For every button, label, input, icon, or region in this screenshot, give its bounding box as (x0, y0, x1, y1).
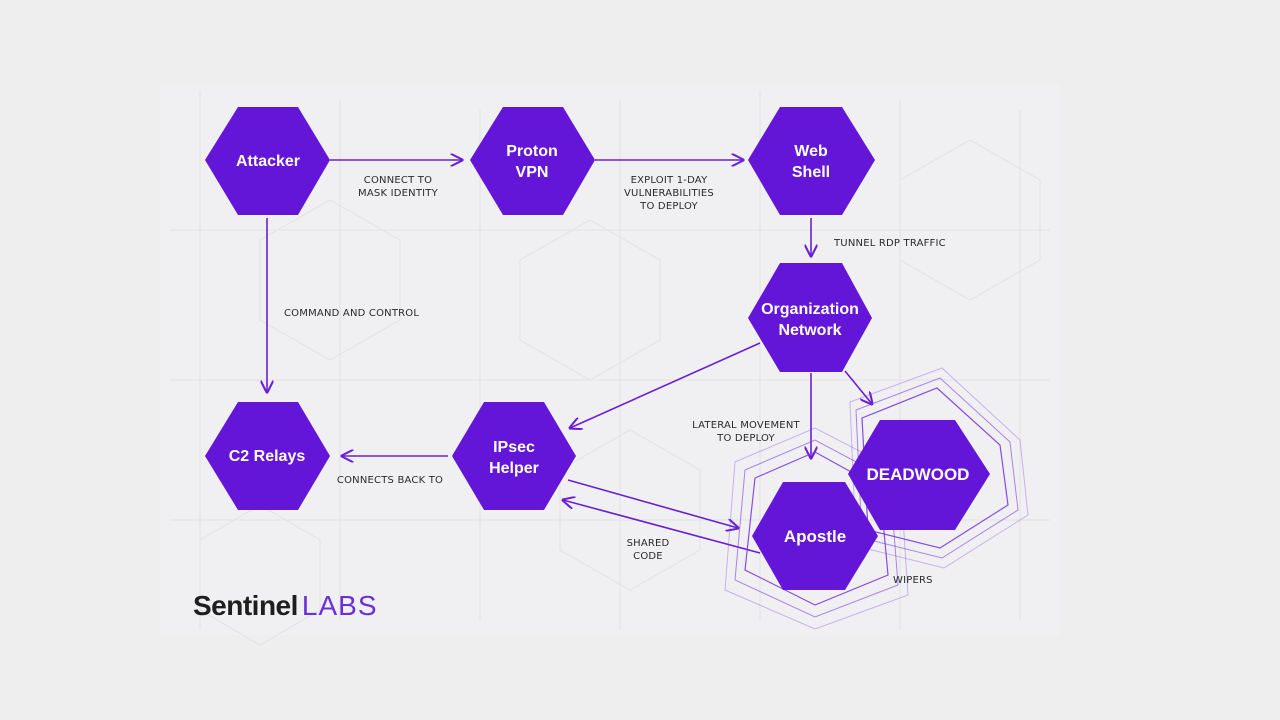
edge-orgnetwork-to-ipsec (570, 342, 761, 428)
node-apostle: Apostle (752, 482, 878, 590)
node-attacker: Attacker (205, 107, 330, 215)
node-ipsec-helper-line1: IPsec (493, 439, 535, 456)
node-c2-relays-label: C2 Relays (229, 448, 306, 465)
node-web-shell: Web Shell (748, 107, 875, 215)
label-lateral-movement-line2: TO DEPLOY (716, 433, 775, 444)
node-org-network-line2: Network (778, 322, 841, 339)
node-ipsec-helper-line2: Helper (489, 460, 539, 477)
node-attacker-label: Attacker (236, 153, 300, 170)
node-proton-vpn-line1: Proton (506, 143, 558, 160)
node-org-network-line1: Organization (761, 301, 859, 318)
edge-ipsec-to-apostle-shared (567, 479, 738, 528)
label-shared-code-line2: CODE (633, 551, 663, 562)
label-connect-to-line2: MASK IDENTITY (358, 188, 439, 199)
edge-labels: CONNECT TO MASK IDENTITY EXPLOIT 1-DAY V… (284, 175, 946, 586)
edge-apostle-to-ipsec-shared (563, 500, 761, 554)
logo-labs: LABS (302, 590, 378, 621)
node-organization-network: Organization Network (748, 263, 872, 372)
node-apostle-label: Apostle (784, 527, 846, 546)
label-wipers: WIPERS (893, 575, 933, 586)
node-proton-vpn: Proton VPN (470, 107, 595, 215)
label-exploit-line2: VULNERABILITIES (624, 188, 714, 199)
node-deadwood: DEADWOOD (848, 420, 990, 530)
edges (267, 160, 872, 554)
node-web-shell-line1: Web (794, 143, 828, 160)
label-shared-code-line1: SHARED (627, 538, 670, 549)
label-connects-back-to: CONNECTS BACK TO (337, 475, 443, 486)
label-lateral-movement-line1: LATERAL MOVEMENT (692, 420, 800, 431)
node-deadwood-label: DEADWOOD (867, 465, 970, 484)
logo-sentinel: Sentinel (193, 590, 298, 621)
label-command-and-control: COMMAND AND CONTROL (284, 308, 419, 319)
node-web-shell-line2: Shell (792, 164, 830, 181)
label-exploit-line3: TO DEPLOY (639, 201, 698, 212)
node-ipsec-helper: IPsec Helper (452, 402, 576, 510)
label-exploit-line1: EXPLOIT 1-DAY (631, 175, 708, 186)
label-tunnel-rdp: TUNNEL RDP TRAFFIC (833, 238, 946, 249)
node-c2-relays: C2 Relays (205, 402, 330, 510)
label-connect-to-line1: CONNECT TO (364, 175, 432, 186)
node-proton-vpn-line2: VPN (516, 164, 549, 181)
edge-orgnetwork-to-deadwood (844, 370, 872, 404)
